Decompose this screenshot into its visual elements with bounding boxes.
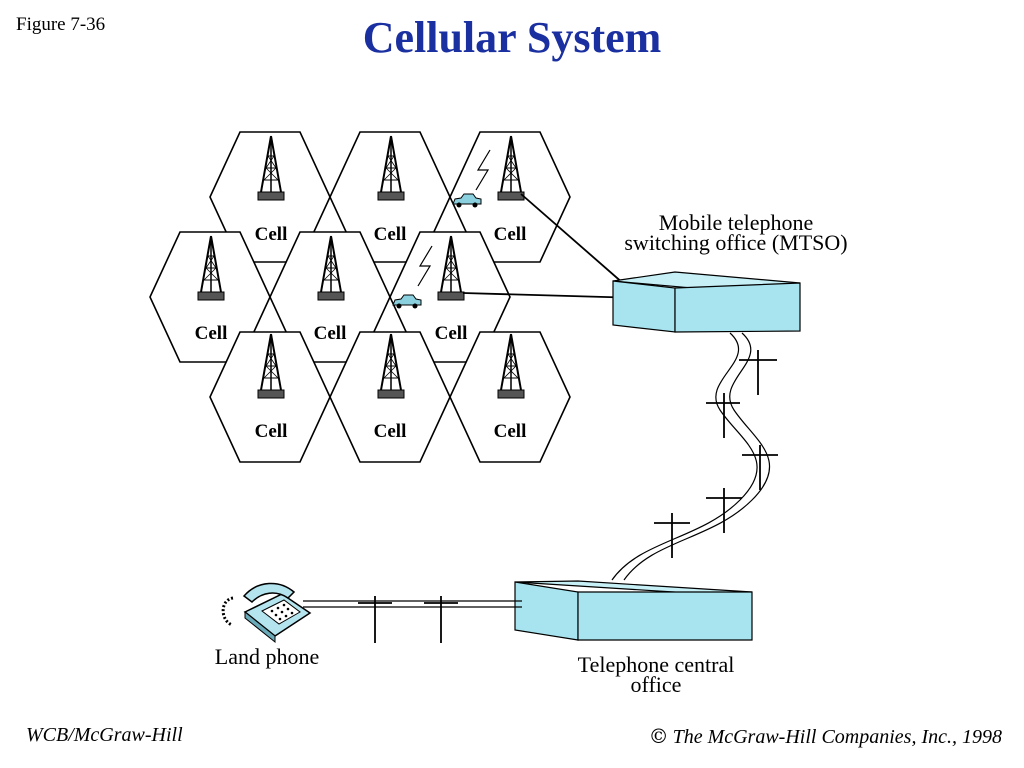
cell-label: Cell <box>255 224 288 245</box>
cell-label: Cell <box>494 224 527 245</box>
land-phone-label: Land phone <box>215 644 319 669</box>
cable-poles <box>654 350 778 558</box>
radio-signal-icon <box>475 149 491 191</box>
page-title: Cellular System <box>362 13 662 62</box>
cell-labels: Cell Cell Cell Cell Cell Cell Cell Cell … <box>195 224 527 442</box>
link-line <box>462 292 641 299</box>
cell-label: Cell <box>374 224 407 245</box>
central-office-box <box>514 580 753 641</box>
phone-line <box>303 596 522 643</box>
mtso-box <box>612 271 801 333</box>
mtso-label-line2: switching office (MTSO) <box>624 230 847 255</box>
radio-signal-icon <box>417 245 433 287</box>
copyright-footer: ©The McGraw-Hill Companies, Inc., 1998 <box>649 724 1002 749</box>
central-office-label-line1: Telephone central <box>578 652 735 677</box>
cell-label: Cell <box>374 421 407 442</box>
copyright-text: The McGraw-Hill Companies, Inc., 1998 <box>672 726 1002 748</box>
trunk-cable <box>611 332 771 581</box>
cell-label: Cell <box>314 323 347 344</box>
cell-label: Cell <box>494 421 527 442</box>
publisher-footer: WCB/McGraw-Hill <box>26 724 183 746</box>
cell-label: Cell <box>435 323 468 344</box>
cell-label: Cell <box>195 323 228 344</box>
central-office-label-line2: office <box>631 672 682 697</box>
figure-label: Figure 7-36 <box>16 14 106 35</box>
land-phone-icon <box>221 582 312 644</box>
copyright-symbol: © <box>648 724 669 748</box>
mtso-label-line1: Mobile telephone <box>659 210 814 235</box>
cell-label: Cell <box>255 421 288 442</box>
